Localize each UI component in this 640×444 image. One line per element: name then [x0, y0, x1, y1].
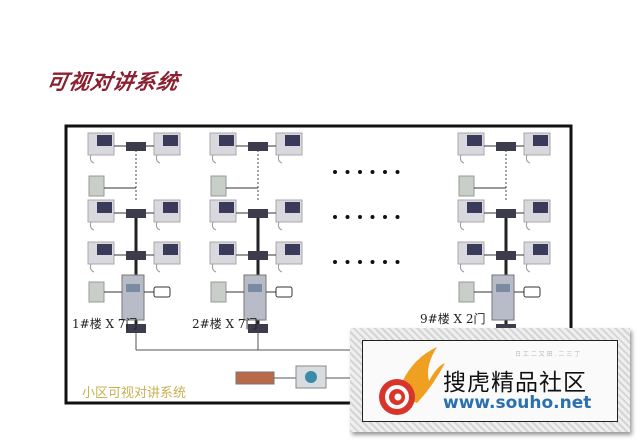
monitor-screen	[163, 135, 178, 146]
monitor-screen	[219, 135, 234, 146]
monitor-screen	[285, 244, 300, 255]
distributor-box	[248, 209, 268, 218]
door-station	[243, 274, 267, 321]
management-center-machine	[235, 371, 275, 385]
system-label: 小区可视对讲系统	[82, 386, 187, 401]
monitor-screen	[163, 244, 178, 255]
power-supply	[458, 281, 475, 303]
system-frame	[64, 124, 573, 405]
handset-cord	[155, 221, 161, 231]
door-station-display	[126, 284, 140, 292]
monitor-screen	[97, 135, 112, 146]
handset-cord	[89, 154, 95, 164]
distributor-box	[126, 251, 146, 260]
continuation-dot	[370, 215, 375, 219]
watermark-logo: 日 工 二 又 田 . 二 三 丁 搜虎精品社区 www.souho.net	[350, 328, 630, 432]
electric-lock	[153, 286, 171, 298]
door-station-display	[248, 284, 262, 292]
handset-cord	[525, 263, 531, 273]
logo-small-text: 日 工 二 又 田 . 二 三 丁	[515, 351, 581, 358]
distributor-box	[496, 209, 516, 218]
door-station-display	[496, 284, 510, 292]
continuation-dot	[345, 215, 350, 219]
door-station	[121, 274, 145, 321]
logo-url: www.souho.net	[443, 393, 592, 413]
handset-cord	[277, 263, 283, 273]
continuation-dot	[333, 170, 337, 174]
monitor-screen	[533, 244, 548, 255]
distributor-box	[248, 324, 268, 333]
continuation-dot	[358, 170, 362, 174]
continuation-dot	[345, 170, 350, 174]
power-supply	[458, 175, 475, 197]
handset-cord	[525, 221, 531, 231]
handset-cord	[89, 263, 95, 273]
distributor-box	[126, 142, 146, 151]
building-label-2: 2#楼 X 7门	[192, 317, 258, 331]
power-supply	[88, 281, 105, 303]
handset-cord	[211, 154, 217, 164]
monitor-screen	[467, 202, 482, 213]
monitor-screen	[467, 244, 482, 255]
monitor-screen	[285, 202, 300, 213]
continuation-dot	[345, 260, 350, 264]
continuation-dot	[358, 215, 362, 219]
continuation-dot	[333, 260, 337, 264]
continuation-dot	[395, 170, 400, 174]
distributor-box	[126, 209, 146, 218]
handset-cord	[459, 154, 465, 164]
distributor-box	[126, 324, 146, 333]
power-supply	[210, 175, 227, 197]
power-supply	[210, 281, 227, 303]
handset-cord	[525, 154, 531, 164]
distributor-box	[496, 251, 516, 260]
continuation-dot	[370, 260, 375, 264]
door-station	[491, 274, 515, 321]
monitor-screen	[533, 135, 548, 146]
computer-screen-icon	[305, 371, 317, 383]
continuation-dot	[383, 170, 387, 174]
continuation-dot	[333, 215, 337, 219]
distributor-box	[248, 142, 268, 151]
monitor-screen	[467, 135, 482, 146]
monitor-screen	[97, 244, 112, 255]
monitor-screen	[285, 135, 300, 146]
continuation-dot	[395, 260, 400, 264]
monitor-screen	[219, 244, 234, 255]
continuation-dot	[358, 260, 362, 264]
building-label-9: 9#楼 X 2门	[420, 312, 486, 326]
monitor-screen	[97, 202, 112, 213]
logo-name: 搜虎精品社区	[443, 370, 587, 396]
monitor-screen	[533, 202, 548, 213]
continuation-dot	[383, 260, 387, 264]
monitor-screen	[163, 202, 178, 213]
power-supply	[88, 175, 105, 197]
page-title: 可视对讲系统	[44, 69, 182, 94]
continuation-dot	[395, 215, 400, 219]
handset-cord	[211, 221, 217, 231]
handset-cord	[155, 154, 161, 164]
handset-cord	[89, 221, 95, 231]
distributor-box	[248, 251, 268, 260]
monitor-screen	[219, 202, 234, 213]
handset-cord	[459, 263, 465, 273]
handset-cord	[277, 154, 283, 164]
distributor-box	[496, 142, 516, 151]
flame-spiral-icon	[379, 347, 445, 415]
electric-lock	[275, 286, 293, 298]
handset-cord	[459, 221, 465, 231]
building-label-1: 1#楼 X 7门	[72, 317, 138, 331]
continuation-dot	[370, 170, 375, 174]
handset-cord	[277, 221, 283, 231]
handset-cord	[211, 263, 217, 273]
handset-cord	[155, 263, 161, 273]
continuation-dot	[383, 215, 387, 219]
electric-lock	[523, 286, 541, 298]
